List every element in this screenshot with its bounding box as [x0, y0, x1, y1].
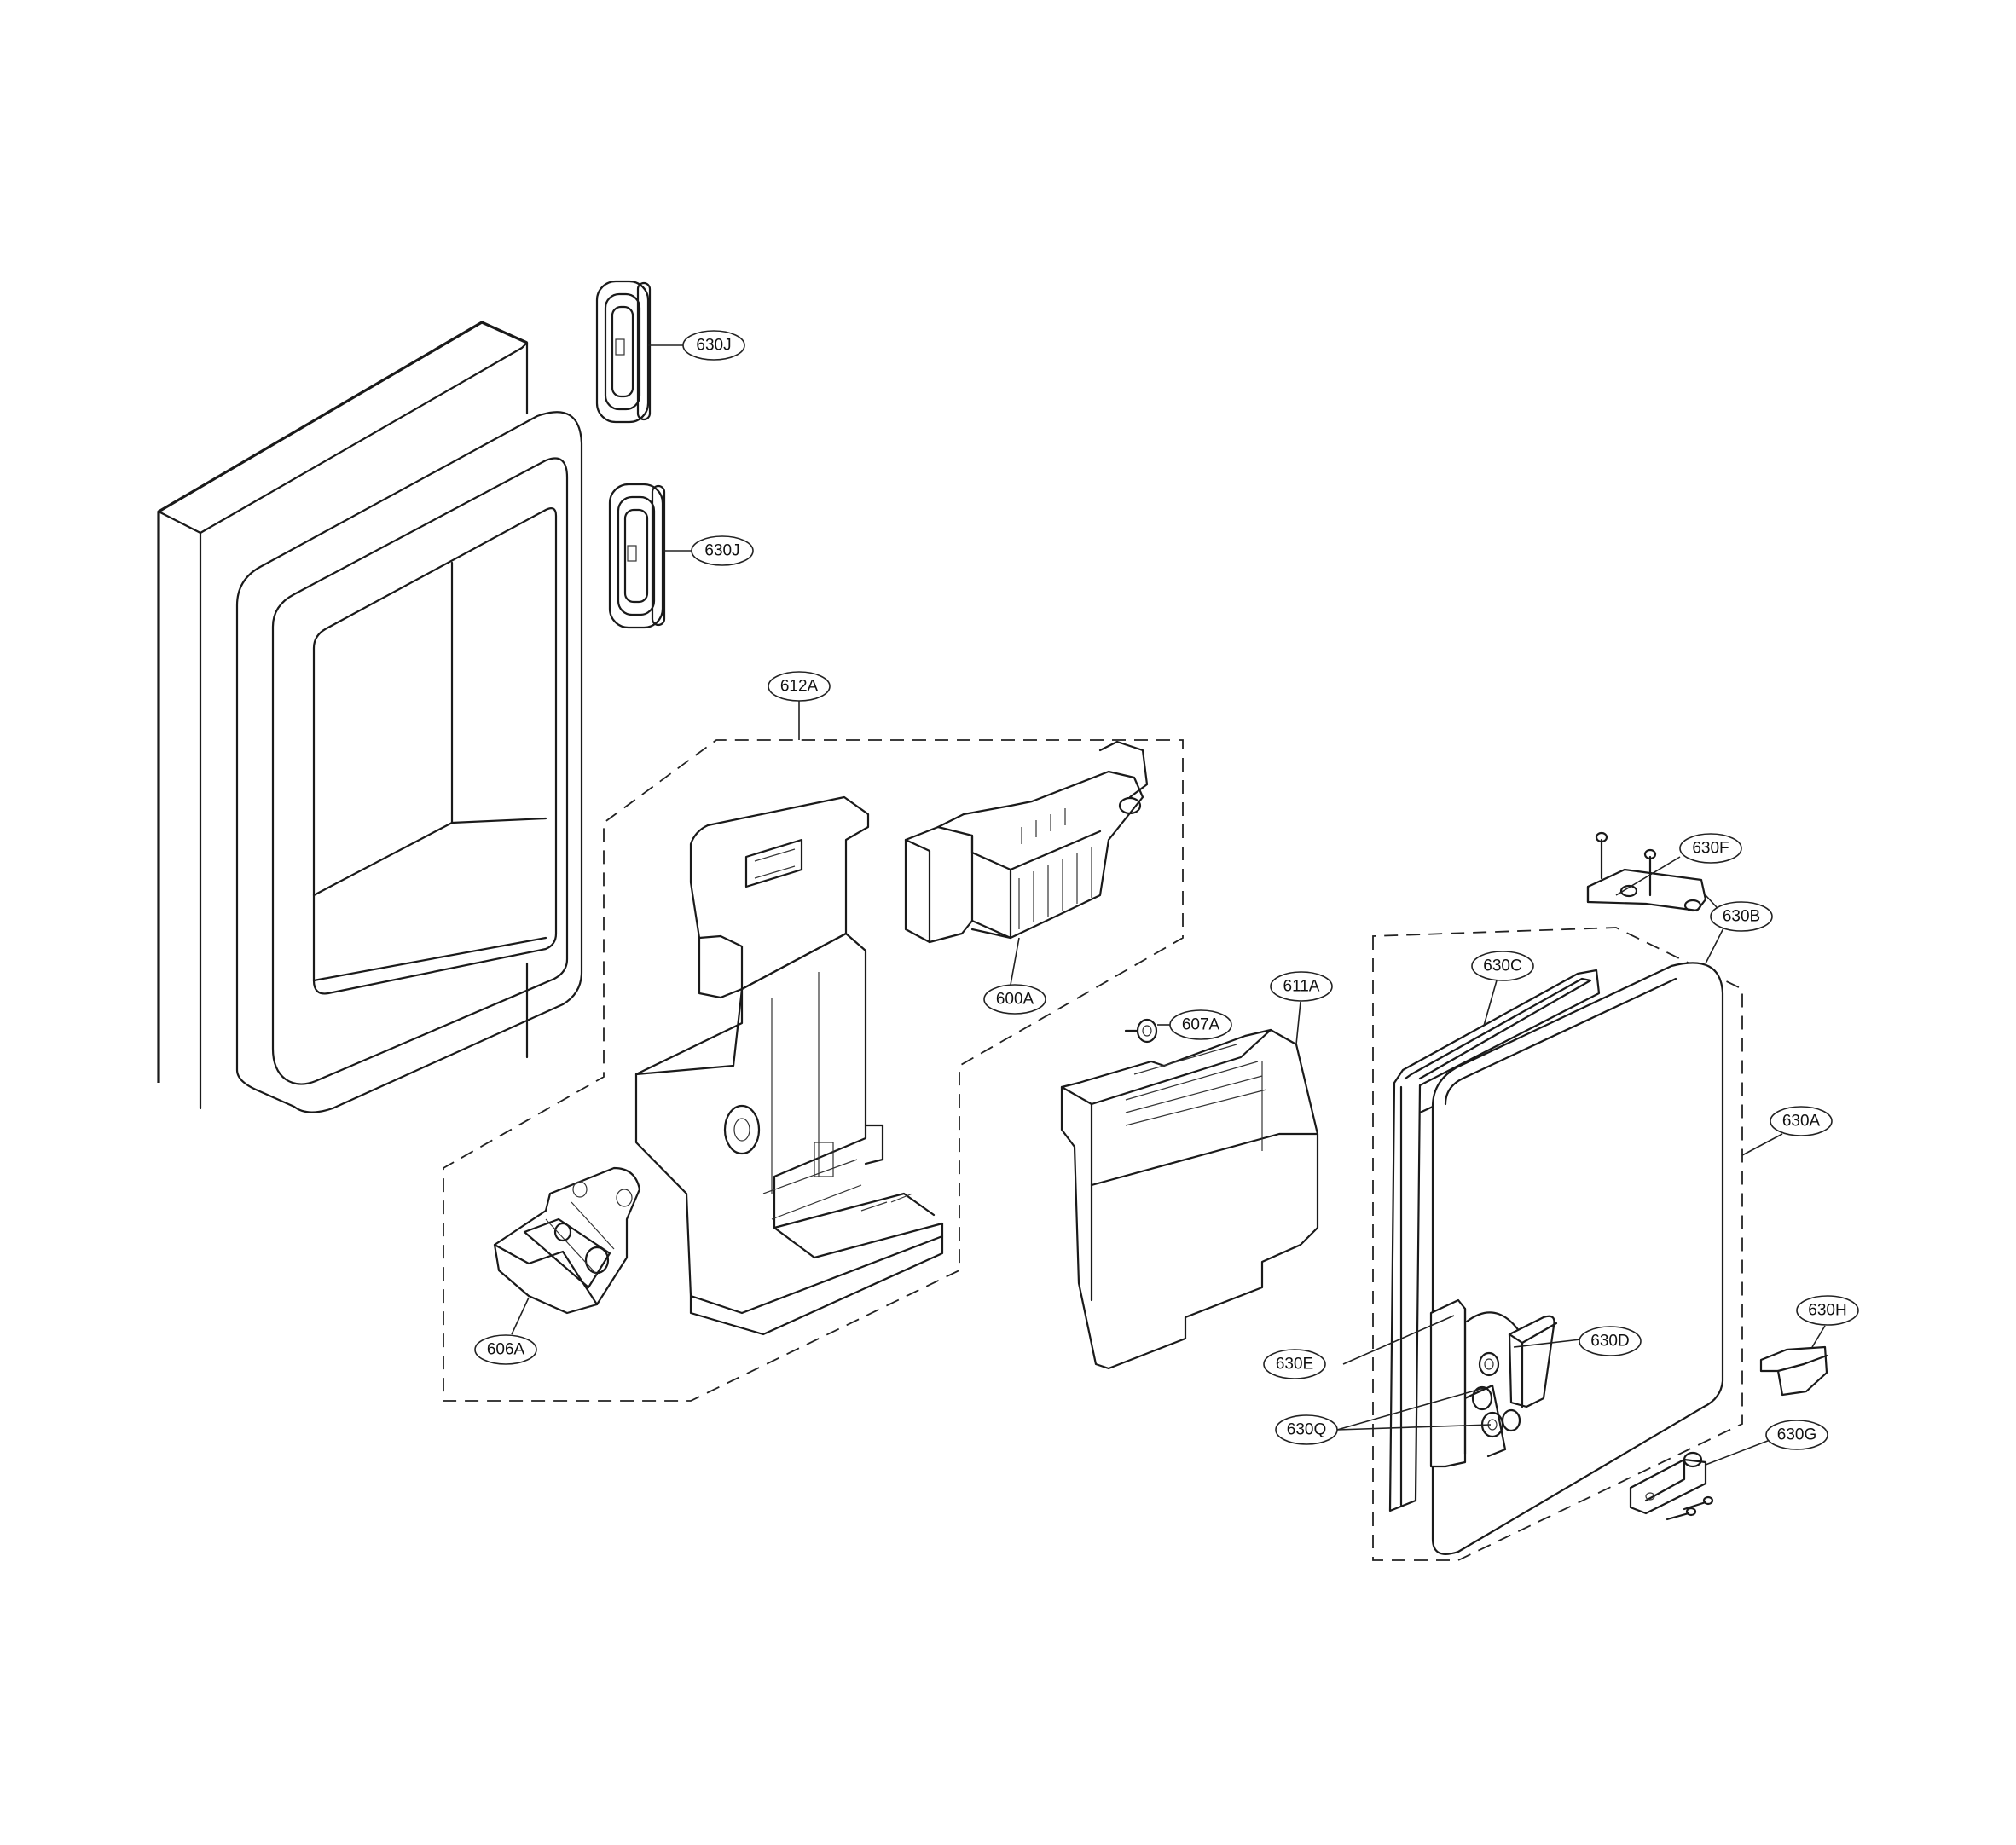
- callout-label: 630E: [1276, 1356, 1313, 1374]
- callout-611a: 611A: [1270, 971, 1333, 1002]
- callout-label: 630A: [1782, 1113, 1821, 1131]
- callout-630q: 630Q: [1275, 1414, 1338, 1445]
- callout-label: 630H: [1808, 1302, 1846, 1320]
- door-panel-630b: [1418, 962, 1724, 1555]
- callout-630f: 630F: [1679, 833, 1742, 864]
- gasket-630c: [1388, 969, 1601, 1512]
- callout-label: 630J: [704, 542, 739, 560]
- dispenser-housing-612a: [634, 795, 944, 1336]
- screw-607a: [1124, 1018, 1158, 1044]
- grommet-630j-mid: [608, 483, 666, 629]
- callout-label: 607A: [1182, 1016, 1220, 1034]
- callout-630j-mid: 630J: [691, 535, 754, 566]
- bracket-606a: [493, 1166, 641, 1315]
- callout-630g: 630G: [1765, 1420, 1828, 1450]
- callout-label: 630D: [1590, 1333, 1629, 1350]
- leader-lines: [511, 344, 1826, 1466]
- callout-label: 630G: [1777, 1426, 1816, 1444]
- callout-label: 630B: [1723, 908, 1760, 926]
- callout-label: 606A: [487, 1341, 525, 1359]
- callout-label: 611A: [1283, 978, 1320, 996]
- callout-label: 630J: [696, 337, 731, 355]
- callout-label: 612A: [780, 678, 819, 696]
- grommet-630j-top: [595, 280, 652, 424]
- callout-label: 630C: [1483, 957, 1521, 975]
- callout-630b: 630B: [1710, 901, 1773, 932]
- door-frame: [157, 321, 583, 1113]
- callout-607a: 607A: [1169, 1009, 1232, 1040]
- cap-630h: [1759, 1345, 1828, 1397]
- icemaker-600a: [904, 740, 1149, 944]
- assembly-612a-boundary: [443, 739, 1184, 1402]
- callout-630j-top: 630J: [682, 330, 745, 361]
- callout-600a: 600A: [983, 984, 1046, 1015]
- top-hinge-630f: [1586, 831, 1707, 912]
- callout-630a: 630A: [1770, 1106, 1833, 1136]
- callout-630d: 630D: [1579, 1326, 1642, 1356]
- callout-606a: 606A: [474, 1334, 537, 1365]
- callout-612a: 612A: [768, 671, 831, 702]
- latch-630d: [1478, 1315, 1558, 1408]
- hinge-630e: [1429, 1298, 1528, 1468]
- callout-630h: 630H: [1796, 1295, 1859, 1326]
- callout-label: 630F: [1692, 840, 1729, 858]
- callout-label: 600A: [996, 991, 1034, 1009]
- cover-611a: [1060, 1028, 1319, 1370]
- callout-630c: 630C: [1471, 951, 1534, 981]
- callout-630e: 630E: [1263, 1349, 1326, 1379]
- assembly-630a-boundary: [1372, 927, 1743, 1561]
- callout-label: 630Q: [1287, 1421, 1326, 1439]
- bottom-hinge-630g: [1629, 1451, 1714, 1521]
